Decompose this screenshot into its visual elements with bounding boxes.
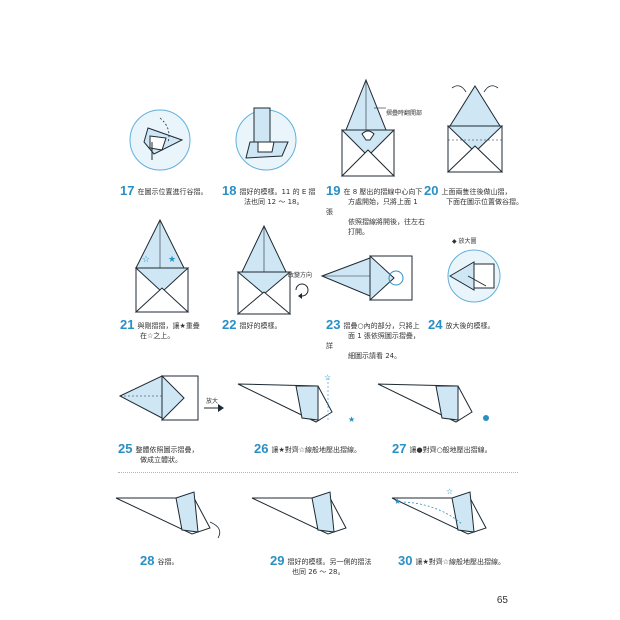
step-23-diagram	[320, 254, 413, 302]
step-30-diagram: ★ ☆	[391, 487, 487, 535]
step-19-diagram	[340, 78, 396, 177]
step-25-diagram	[118, 374, 199, 422]
step-28-diagram	[115, 491, 221, 539]
fold-open-callout: 摺疊時翻開部	[386, 110, 423, 117]
svg-text:☆: ☆	[446, 487, 453, 496]
svg-text:★: ★	[168, 255, 176, 265]
svg-text:☆: ☆	[142, 255, 150, 265]
step-17-diagram	[129, 109, 191, 171]
step-number: 18	[222, 183, 237, 198]
step-number: 20	[424, 183, 439, 198]
step-20-diagram	[446, 85, 504, 173]
zoom-label: 放大	[206, 398, 219, 405]
step-29-diagram	[251, 491, 347, 535]
step-number: 29	[270, 553, 285, 568]
step-number: 27	[392, 441, 407, 456]
rotate-arrow-icon	[295, 283, 309, 299]
step-number: 24	[428, 317, 443, 332]
step-26-diagram: ☆ ★	[237, 373, 355, 424]
step-number: 28	[140, 553, 155, 568]
step-number: 25	[118, 441, 133, 456]
step-number: 23	[326, 317, 341, 332]
step-number: 17	[120, 183, 135, 198]
enlarge-label: ◆ 放大圖	[452, 238, 477, 245]
divider	[118, 472, 518, 473]
step-number: 21	[120, 317, 135, 332]
step-number: 30	[398, 553, 413, 568]
arrow-right-icon	[204, 404, 224, 412]
step-number: 22	[222, 317, 237, 332]
page-number: 65	[496, 595, 508, 606]
step-18-diagram	[235, 107, 297, 171]
step-21-diagram: ★ ☆	[134, 218, 190, 313]
svg-text:★: ★	[394, 497, 401, 506]
step-number: 26	[254, 441, 269, 456]
step-24-diagram	[447, 249, 501, 303]
change-direction-label: 改變方向	[288, 272, 313, 279]
svg-text:★: ★	[348, 415, 355, 424]
step-22-diagram	[236, 224, 292, 315]
svg-text:☆: ☆	[324, 373, 331, 382]
step-27-diagram	[377, 383, 489, 423]
step-number: 19	[326, 183, 341, 198]
